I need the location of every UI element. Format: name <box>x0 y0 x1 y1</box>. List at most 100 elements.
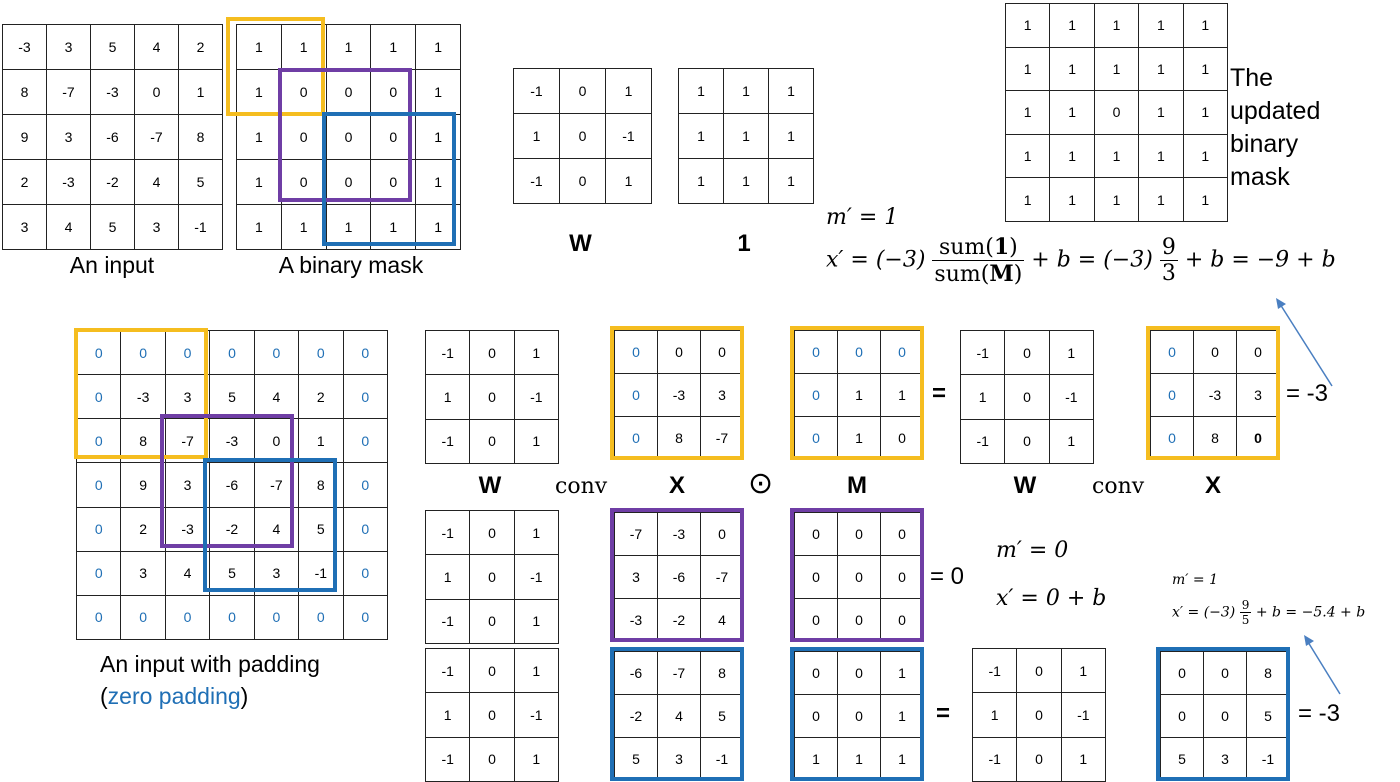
formula-small-x-lhs: x′ = (−3) <box>1172 604 1236 621</box>
grid-cell: 0 <box>794 694 838 738</box>
grid-cell: 0 <box>325 114 372 160</box>
grid-cell: 1 <box>723 158 769 204</box>
grid-cell: 1 <box>723 68 769 114</box>
grid-cell: 0 <box>1150 416 1194 460</box>
grid-cell: 0 <box>75 418 122 464</box>
grid-cell: 4 <box>46 204 91 250</box>
formula-top-frac-den: sum(M) <box>934 261 1023 287</box>
grid-cell: 4 <box>253 506 300 552</box>
grid-cell: 0 <box>342 329 388 376</box>
grid-cell: 0 <box>325 69 372 115</box>
grid-cell: -1 <box>513 374 559 420</box>
grid-cell: 0 <box>559 158 606 204</box>
grid-cell: 1 <box>513 736 559 782</box>
grid-cell: 3 <box>46 114 91 160</box>
grid-cell: -6 <box>657 555 701 599</box>
grid-cell: -3 <box>90 69 135 115</box>
grid-cell: 1 <box>236 159 282 205</box>
w-label-top: W <box>569 230 592 257</box>
grid-cell: 1 <box>837 737 881 781</box>
grid-cell: 9 <box>2 114 47 160</box>
padded-caption-line1: An input with padding <box>100 651 320 677</box>
r1-conv-label: conv <box>555 474 608 499</box>
grid-cell: 1 <box>1182 46 1228 92</box>
grid-cell: -3 <box>1193 373 1237 417</box>
padded-note: zero padding <box>107 683 241 709</box>
grid-cell: 1 <box>880 651 924 695</box>
grid-cell: -1 <box>959 418 1006 464</box>
grid-cell: 3 <box>2 204 47 250</box>
grid-cell: 0 <box>1160 694 1204 738</box>
grid-cell: 1 <box>1004 133 1051 179</box>
grid-cell: 1 <box>424 554 471 600</box>
grid-cell: 0 <box>469 329 515 376</box>
formula-small-frac: 9 5 <box>1239 598 1252 627</box>
padded-close: ) <box>240 683 249 709</box>
grid-cell: 0 <box>794 598 838 642</box>
r1-x-label: X <box>668 472 685 499</box>
grid-cell: 0 <box>134 69 179 115</box>
grid-cell: 0 <box>280 114 327 160</box>
ones-label: 1 <box>737 230 751 257</box>
grid-cell: 1 <box>236 204 282 250</box>
grid-cell: 5 <box>178 159 223 205</box>
formula-top-frac2-num: 9 <box>1159 235 1178 261</box>
grid-cell: -1 <box>424 329 471 376</box>
formula-small-frac-num: 9 <box>1239 598 1252 613</box>
grid-cell: -1 <box>424 418 471 464</box>
grid-cell: 1 <box>1060 736 1106 782</box>
grid-cell: -1 <box>1060 692 1106 738</box>
grid-cell: 1 <box>325 204 372 250</box>
grid-cell: -1 <box>1246 737 1290 781</box>
r3-result-value: = -3 <box>1298 700 1341 727</box>
grid-cell: 0 <box>880 598 924 642</box>
grid-cell: 1 <box>1093 133 1140 179</box>
updated-caption-line2: updated <box>1230 97 1321 125</box>
r1-m-label: M <box>847 472 867 499</box>
grid-cell: -7 <box>164 418 211 464</box>
grid-cell: 5 <box>90 204 135 250</box>
grid-cell: 0 <box>837 512 881 556</box>
grid-cell: -1 <box>424 509 471 556</box>
input-caption: An input <box>69 252 155 278</box>
grid-cell: -7 <box>657 651 701 695</box>
grid-cell: 0 <box>794 512 838 556</box>
grid-cell: 0 <box>280 69 327 115</box>
grid-cell: -2 <box>90 159 135 205</box>
grid-cell: 5 <box>700 694 744 738</box>
grid-cell: 8 <box>298 462 344 508</box>
updated-caption-line3: binary <box>1230 130 1299 158</box>
grid-cell: 0 <box>370 114 417 160</box>
grid-cell: 0 <box>342 506 388 552</box>
formula-top-x: x′ = (−3) sum(1) sum(M) + b = (−3) 9 3 +… <box>826 234 1336 287</box>
grid-cell: -1 <box>700 737 744 781</box>
grid-cell: 0 <box>880 512 924 556</box>
updated-caption-line4: mask <box>1230 163 1290 191</box>
grid-cell: 1 <box>415 114 461 160</box>
grid-cell: 1 <box>1048 418 1094 464</box>
grid-cell: 1 <box>837 373 881 417</box>
grid-cell: 1 <box>768 68 814 114</box>
grid-cell: 4 <box>134 159 179 205</box>
grid-cell: 1 <box>1048 329 1094 376</box>
grid-cell: 1 <box>236 69 282 115</box>
grid-cell: 8 <box>700 651 744 695</box>
mask-caption: A binary mask <box>278 252 424 278</box>
grid-cell: -6 <box>90 114 135 160</box>
formula-small-x: x′ = (−3) 9 5 + b = −5.4 + b <box>1172 598 1365 627</box>
grid-cell: 4 <box>134 24 179 70</box>
grid-cell: 0 <box>559 113 606 159</box>
grid-cell: 1 <box>723 113 769 159</box>
grid-cell: 1 <box>1182 133 1228 179</box>
formula-mid-x: x′ = 0 + b <box>996 586 1107 611</box>
